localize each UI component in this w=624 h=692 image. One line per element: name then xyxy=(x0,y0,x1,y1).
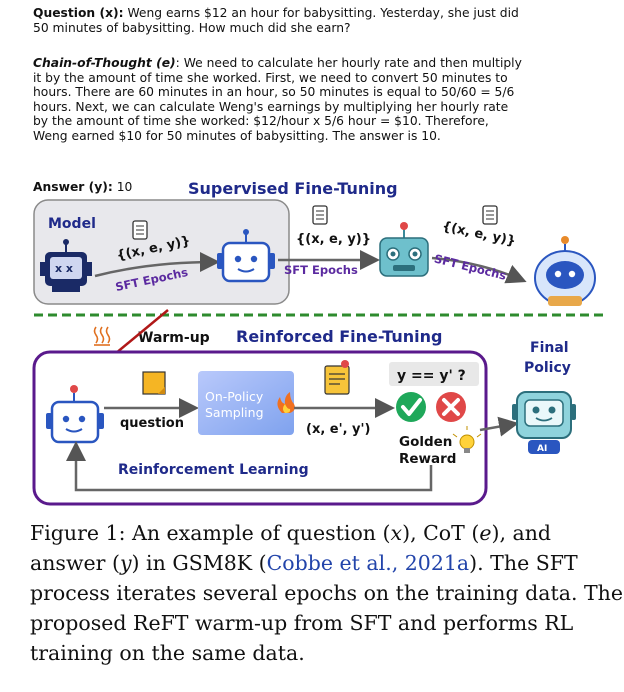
sft-arrow-3 xyxy=(431,256,527,284)
question-block: Question (x): Weng earns $12 an hour for… xyxy=(33,6,519,35)
sampling-label-line-2: Sampling xyxy=(205,405,264,420)
sft-robot-icon xyxy=(217,229,275,283)
question-text-line-1: Weng earns $12 an hour for babysitting. … xyxy=(123,6,519,20)
question-label: Question (x): xyxy=(33,6,124,20)
sampled-tuple-label: (x, e', y') xyxy=(306,422,370,437)
question-text-line-2: 50 minutes of babysitting. How much did … xyxy=(33,20,351,35)
document-icon-1 xyxy=(132,220,148,240)
check-condition-box xyxy=(389,362,479,386)
cot-block: Chain-of-Thought (e): We need to calcula… xyxy=(33,56,522,143)
model-label: Model xyxy=(48,216,96,232)
final-policy-robot-icon: AI xyxy=(512,391,576,454)
reft-title: Reinforced Fine-Tuning xyxy=(236,327,442,346)
tuple-label-3: {(x, e, y)} xyxy=(441,219,517,249)
final-policy-label-line-2: Policy xyxy=(524,360,571,376)
sft-epochs-label-2: SFT Epochs xyxy=(284,263,358,277)
answer-block: Answer (y): 10 xyxy=(33,180,132,195)
final-policy-label-line-1: Final xyxy=(530,340,569,356)
flame-icon xyxy=(277,392,295,413)
policy-robot-icon xyxy=(46,385,104,444)
answer-value: 10 xyxy=(112,180,133,194)
citation-link[interactable]: Cobbe et al., 2021a xyxy=(266,551,470,575)
document-icon-3 xyxy=(482,205,498,225)
answer-label: Answer (y): xyxy=(33,180,113,194)
sft-robot-teal-icon xyxy=(379,222,429,277)
cot-text-line-4: hours. Next, we can calculate Weng's ear… xyxy=(33,99,509,114)
document-icon-2 xyxy=(312,205,328,225)
caption-line-2: answer (y) in GSM8K (Cobbe et al., 2021a… xyxy=(30,551,578,575)
rl-feedback-loop xyxy=(66,441,433,492)
sft-epochs-label-3: SFT Epochs xyxy=(433,251,508,282)
tuple-label-2: {(x, e, y)} xyxy=(296,232,371,247)
ai-badge-label: AI xyxy=(537,444,547,454)
cot-text-line-2: it by the amount of time she worked. Fir… xyxy=(33,70,508,85)
sft-arrow-1 xyxy=(94,252,220,278)
rl-label: Reinforcement Learning xyxy=(118,462,309,478)
question-arrow-label: question xyxy=(120,416,184,431)
caption-line-3: process iterates several epochs on the t… xyxy=(30,581,623,605)
sft-robot-round-icon xyxy=(534,236,596,306)
caption-line-1: Figure 1: An example of question (x), Co… xyxy=(30,521,552,545)
cross-icon xyxy=(436,392,466,422)
figure-caption: Figure 1: An example of question (x), Co… xyxy=(30,518,623,668)
caption-line-4: proposed ReFT warm-up from SFT and perfo… xyxy=(30,611,574,635)
base-model-robot-icon: x x xyxy=(40,239,92,292)
cot-label: Chain-of-Thought (e) xyxy=(33,56,176,70)
warmup-icon xyxy=(93,326,111,346)
check-icon xyxy=(396,392,426,422)
cot-text-line-3: hours. There are 60 minutes in an hour, … xyxy=(33,85,515,99)
cot-text-line-1: : We need to calculate her hourly rate a… xyxy=(175,56,522,70)
sampling-label-line-1: On-Policy xyxy=(205,389,264,404)
sticky-note-icon xyxy=(142,371,166,395)
svg-text:x x: x x xyxy=(55,262,73,275)
final-policy-arrow xyxy=(479,416,519,437)
reft-diagram: Supervised Fine-Tuning Model x x {(x, e,… xyxy=(32,179,604,506)
lightbulb-icon xyxy=(452,426,482,453)
golden-reward-label-line-2: Reward xyxy=(399,451,456,467)
sampling-box xyxy=(198,371,294,435)
cot-text-line-6: Weng earned $10 for 50 minutes of babysi… xyxy=(33,128,441,143)
warmup-label: Warm-up xyxy=(138,330,210,346)
check-condition-label: y == y' ? xyxy=(397,368,466,384)
cot-text-line-5: by the amount of time she worked: $12/ho… xyxy=(33,114,489,128)
sft-title: Supervised Fine-Tuning xyxy=(188,179,398,198)
golden-reward-label-line-1: Golden xyxy=(399,434,452,450)
caption-line-5: training on the same data. xyxy=(30,641,305,665)
note-pad-icon xyxy=(324,360,350,395)
